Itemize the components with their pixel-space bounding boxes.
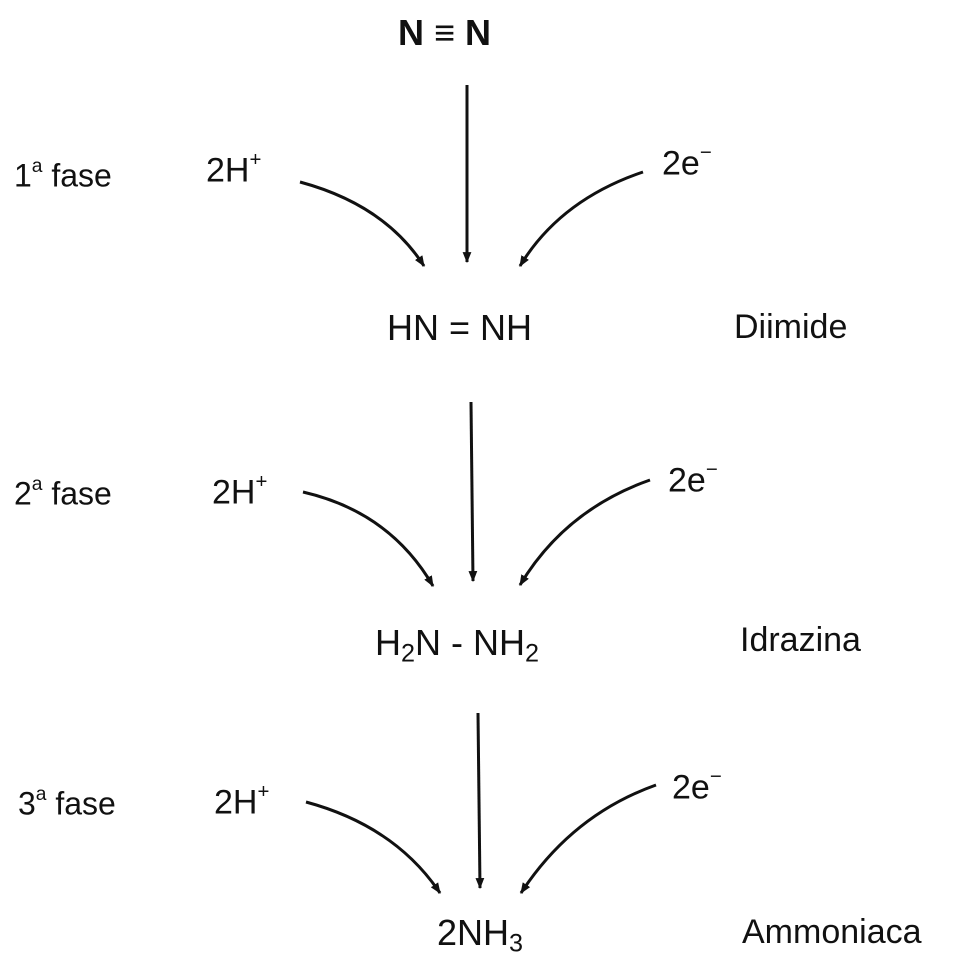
arrow-electron-phase-2 (518, 478, 651, 586)
arrow-electron-phase-3 (519, 783, 657, 894)
arrow-proton-phase-3 (305, 800, 442, 894)
ammonia-name: Ammoniaca (742, 913, 922, 951)
hydrazine-name: Idrazina (740, 621, 861, 659)
arrow-diimide-to-hydrazine (468, 401, 478, 583)
phase-2-label: 2a fase (14, 474, 112, 512)
arrow-hydrazine-to-ammonia (475, 712, 485, 890)
arrow-proton-phase-2 (302, 490, 435, 587)
phase-3-label: 3a fase (18, 784, 116, 822)
proton-label-phase-3: 2H+ (214, 781, 270, 822)
ammonia-molecule: 2NH3 (437, 912, 524, 958)
diimide-name: Diimide (734, 308, 848, 346)
hydrazine-molecule: H2N - NH2 (375, 622, 540, 668)
diimide-molecule: HN = NH (387, 307, 533, 348)
electron-label-phase-3: 2e− (672, 766, 722, 807)
electron-label-phase-1: 2e− (662, 142, 712, 183)
arrow-electron-phase-1 (518, 170, 644, 267)
electron-label-phase-2: 2e− (668, 459, 718, 500)
n2-molecule: N ≡ N (398, 12, 492, 53)
arrow-proton-phase-1 (299, 180, 426, 267)
proton-label-phase-1: 2H+ (206, 149, 262, 190)
proton-label-phase-2: 2H+ (212, 471, 268, 512)
phase-1-label: 1a fase (14, 156, 112, 194)
